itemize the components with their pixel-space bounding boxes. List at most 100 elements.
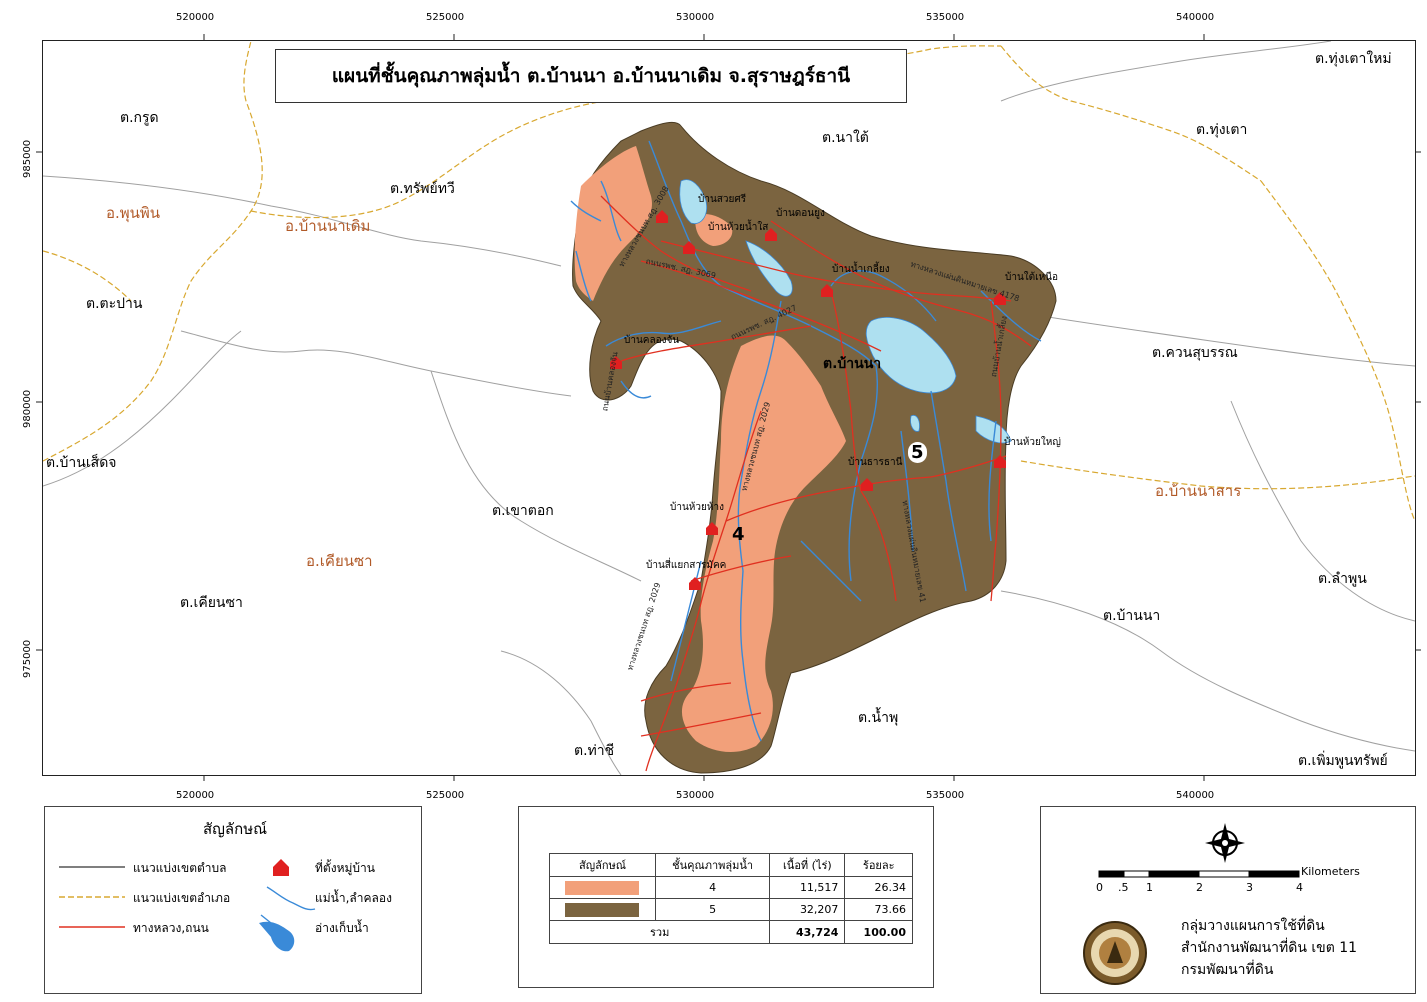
zone5-swatch-cell [549,898,656,921]
table-cell: 5 [654,898,771,921]
map-title-text: แผนที่ชั้นคุณภาพลุ่มน้ำ ต.บ้านนา อ.บ้านน… [331,65,851,87]
table-cell: 32,207 [769,898,846,921]
scale-unit: Kilometers [1301,865,1360,878]
legend-symbols [59,859,316,952]
subdistrict-label: ต.ควนสุบรรณ [1152,345,1238,361]
scale-bar [1098,870,1300,878]
table-row: 4 11,517 26.34 [549,876,913,899]
grid-x-label: 535000 [926,12,965,23]
zone-number-label: 5 [908,442,927,463]
table-cell: 73.66 [844,898,913,921]
subdistrict-label: ต.กรูด [120,110,159,126]
village-label: บ้านใต้เหนือ [1005,272,1059,283]
village-label: บ้านสวยศรี [698,194,747,205]
village-label: บ้านธารธานี [848,457,903,468]
table-header: ชั้นคุณภาพลุ่มน้ำ [654,853,771,877]
table-header: สัญลักษณ์ [549,853,656,877]
org-line1: กลุ่มวางแผนการใช้ที่ดิน [1181,918,1325,934]
legend-title: สัญลักษณ์ [203,820,268,838]
zone-number-label: 4 [732,524,745,545]
info-graphics [1083,823,1300,985]
table-total-percent: 100.00 [844,920,913,944]
district-label: อ.บ้านนาสาร [1155,482,1242,500]
map-canvas [43,41,1415,775]
zone4-area [574,146,652,301]
scale-tick: .5 [1118,881,1129,894]
zone4-swatch-cell [549,876,656,899]
grid-x-label: 520000 [176,12,215,23]
table-cell: 11,517 [769,876,846,899]
scale-tick: 4 [1296,881,1303,894]
grid-x-label: 525000 [426,12,465,23]
table-header: เนื้อที่ (ไร่) [769,853,846,877]
roads [600,195,1032,772]
grid-x-label: 540000 [1176,12,1215,23]
table-header-row: สัญลักษณ์ ชั้นคุณภาพลุ่มน้ำ เนื้อที่ (ไร… [549,853,913,877]
subdistrict-boundaries [43,41,1415,775]
legend-panel: สัญลักษณ์ แนวแบ่งเขตตำบล แนวแบ่งเขตอำเภอ… [44,806,422,994]
zone5-swatch [565,902,640,917]
table-total-label: รวม [548,920,771,944]
scale-tick: 0 [1096,881,1103,894]
grid-x-label: 520000 [176,790,215,801]
village-label: บ้านสี่แยกสารมัคค [646,560,727,571]
subdistrict-label: ต.นาใต้ [822,130,869,146]
subdistrict-label: ต.บ้านนา [1103,608,1161,624]
village-label: บ้านคลองจัน [624,335,680,346]
subdistrict-label: ต.ตะปาน [86,296,143,312]
subdistrict-label: ต.เพิ่มพูนทรัพย์ [1298,753,1388,769]
zone4-area [695,214,733,246]
table-total-row: รวม 43,724 100.00 [548,920,913,944]
table-cell: 4 [654,876,771,899]
scale-tick: 2 [1196,881,1203,894]
subdistrict-label: ต.ท่าชี [574,743,615,759]
grid-x-label: 530000 [676,790,715,801]
subdistrict-label: ต.น้ำพุ [858,710,899,726]
grid-x-label: 530000 [676,12,715,23]
grid-x-label: 535000 [926,790,965,801]
legend-item-label: แม่น้ำ,ลำคลอง [315,891,392,905]
legend-item-label: อ่างเก็บน้ำ [315,921,369,935]
table-header: ร้อยละ [844,853,913,877]
subdistrict-label: ต.เขาตอก [492,503,554,519]
village-label: บ้านน้ำเกลี้ยง [832,264,890,275]
north-arrow-icon [1205,823,1245,863]
legend-item-label: ทางหลวง,ถนน [133,921,209,935]
district-label: อ.เคียนซา [306,552,373,570]
map-title: แผนที่ชั้นคุณภาพลุ่มน้ำ ต.บ้านนา อ.บ้านน… [275,49,907,103]
table-row: 5 32,207 73.66 [549,898,913,921]
org-line2: สำนักงานพัฒนาที่ดิน เขต 11 [1181,940,1358,956]
district-label: อ.บ้านนาเดิม [285,217,371,235]
table-cell: 26.34 [844,876,913,899]
subdistrict-label: ต.ทุ่งเตา [1196,122,1248,138]
district-label: อ.พุนพิน [106,204,161,222]
village-label: บ้านห้วยน้ำใส [708,222,769,233]
grid-x-label: 525000 [426,790,465,801]
legend-item-label: แนวแบ่งเขตอำเภอ [133,891,231,905]
subdistrict-label: ต.บ้านเส็ดจ [46,455,117,471]
info-panel: Kilometers 0 .5 1 2 3 4 กลุ่มวางแผนการใช… [1040,806,1416,994]
grid-x-label: 540000 [1176,790,1215,801]
area-table: สัญลักษณ์ ชั้นคุณภาพลุ่มน้ำ เนื้อที่ (ไร… [548,853,913,944]
subdistrict-label: ต.ทุ่งเตาใหม่ [1315,51,1392,67]
village-label: บ้านห้วยห้าง [670,502,724,513]
table-total-area: 43,724 [769,920,846,944]
map-frame: แผนที่ชั้นคุณภาพลุ่มน้ำ ต.บ้านนา อ.บ้านน… [42,40,1416,776]
zone4-area [681,335,846,753]
org-line3: กรมพัฒนาที่ดิน [1181,962,1274,978]
scale-tick: 3 [1246,881,1253,894]
village-markers [610,210,1006,590]
subdistrict-label: ต.ทรัพย์ทวี [390,181,455,197]
legend-item-label: ที่ตั้งหมู่บ้าน [315,861,375,875]
subdistrict-label: ต.ลำพูน [1318,571,1367,587]
village-label: บ้านห้วยใหญ่ [1004,437,1061,448]
subdistrict-label: ต.เคียนซา [180,595,243,611]
village-label: บ้านดอนยูง [776,208,825,219]
legend-item-label: แนวแบ่งเขตตำบล [133,861,227,875]
zone4-swatch [565,880,640,895]
area-table-panel: สัญลักษณ์ ชั้นคุณภาพลุ่มน้ำ เนื้อที่ (ไร… [518,806,934,988]
subdistrict-label: ต.บ้านนา [823,356,882,372]
organization-seal-icon [1083,921,1147,985]
scale-tick: 1 [1146,881,1153,894]
